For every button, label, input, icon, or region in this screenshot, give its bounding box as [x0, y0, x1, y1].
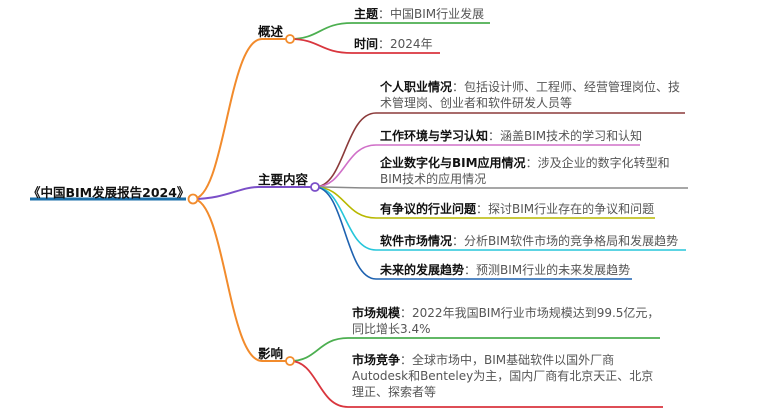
leaf-sep: ：: [476, 202, 489, 216]
leaf-software[interactable]: 软件市场情况：分析BIM软件市场的竞争格局和发展趋势: [380, 233, 678, 249]
root-node-circle[interactable]: [187, 193, 199, 205]
overview-node-circle[interactable]: [285, 34, 295, 44]
leaf-sep: ：: [400, 306, 413, 320]
leaf-key: 主题: [354, 7, 379, 21]
leaf-text-line3: 理正、探索者等: [352, 385, 437, 399]
leaf-text: 2024年: [390, 37, 433, 51]
connector-time: [289, 38, 440, 54]
leaf-text: 全球市场中，BIM基础软件以国外厂商: [412, 353, 615, 367]
leaf-text: 探讨BIM行业存在的争议和问题: [488, 202, 655, 216]
leaf-key: 市场竞争: [352, 353, 401, 367]
leaf-text-line2: 术管理岗、创业者和软件研发人员等: [380, 96, 573, 110]
connector-career: [314, 112, 685, 188]
leaf-text: 涵盖BIM技术的学习和认知: [500, 129, 643, 143]
connector-enterprise: [314, 186, 688, 189]
leaf-key: 个人职业情况: [380, 80, 453, 94]
leaf-text-line2: Autodesk和Benteley为主，国内厂商有北京天正、北京: [352, 369, 654, 383]
leaf-key: 企业数字化与BIM应用情况: [380, 156, 526, 170]
leaf-market-size[interactable]: 市场规模：2022年我国BIM行业市场规模达到99.5亿元， 同比增长3.4%: [352, 305, 659, 337]
leaf-key: 有争议的行业问题: [380, 202, 477, 216]
leaf-sep: ：: [452, 80, 465, 94]
leaf-text: 分析BIM软件市场的竞争格局和发展趋势: [464, 234, 679, 248]
connector-future: [314, 186, 632, 280]
branch-label-main-content[interactable]: 主要内容: [258, 172, 309, 187]
leaf-key: 工作环境与学习认知: [380, 129, 489, 143]
branch-label-overview[interactable]: 概述: [258, 24, 284, 39]
leaf-sep: ：: [464, 263, 477, 277]
leaf-text: 中国BIM行业发展: [390, 7, 485, 21]
trunk-connector-impact: [192, 198, 290, 362]
leaf-text: 2022年我国BIM行业市场规模达到99.5亿元，: [412, 306, 660, 320]
leaf-time[interactable]: 时间：2024年: [354, 36, 433, 52]
leaf-enterprise[interactable]: 企业数字化与BIM应用情况：涉及企业的数字化转型和 BIM技术的应用情况: [380, 155, 670, 187]
trunk-connector-main: [192, 186, 312, 200]
connector-environment: [314, 144, 640, 188]
leaf-text-line2: 同比增长3.4%: [352, 322, 431, 336]
leaf-sep: ：: [452, 234, 465, 248]
leaf-text: 包括设计师、工程师、经营管理岗位、技: [464, 80, 681, 94]
leaf-sep: ：: [525, 156, 538, 170]
connector-dispute: [314, 186, 655, 219]
leaf-text: 预测BIM行业的未来发展趋势: [476, 263, 631, 277]
impact-node-circle[interactable]: [285, 356, 295, 366]
leaf-topic[interactable]: 主题：中国BIM行业发展: [354, 6, 484, 22]
connector-market-size: [289, 337, 660, 362]
leaf-market-competition[interactable]: 市场竞争：全球市场中，BIM基础软件以国外厂商 Autodesk和Bentele…: [352, 352, 653, 400]
leaf-key: 未来的发展趋势: [380, 263, 465, 277]
leaf-environment[interactable]: 工作环境与学习认知：涵盖BIM技术的学习和认知: [380, 128, 642, 144]
leaf-text: 涉及企业的数字化转型和: [537, 156, 670, 170]
leaf-dispute[interactable]: 有争议的行业问题：探讨BIM行业存在的争议和问题: [380, 201, 654, 217]
leaf-sep: ：: [378, 37, 391, 51]
leaf-key: 软件市场情况: [380, 234, 453, 248]
leaf-sep: ：: [488, 129, 501, 143]
trunk-connector-overview: [192, 38, 290, 200]
leaf-sep: ：: [400, 353, 413, 367]
root-title[interactable]: 《中国BIM发展报告2024》: [28, 185, 190, 200]
main-content-node-circle[interactable]: [310, 182, 320, 192]
leaf-career[interactable]: 个人职业情况：包括设计师、工程师、经营管理岗位、技 术管理岗、创业者和软件研发人…: [380, 79, 680, 111]
leaf-text-line2: BIM技术的应用情况: [380, 172, 487, 186]
branch-label-impact[interactable]: 影响: [258, 346, 284, 361]
connector-market-competition: [289, 360, 663, 408]
leaf-sep: ：: [378, 7, 391, 21]
connector-topic: [289, 22, 490, 40]
leaf-future[interactable]: 未来的发展趋势：预测BIM行业的未来发展趋势: [380, 262, 630, 278]
leaf-key: 市场规模: [352, 306, 401, 320]
leaf-key: 时间: [354, 37, 379, 51]
